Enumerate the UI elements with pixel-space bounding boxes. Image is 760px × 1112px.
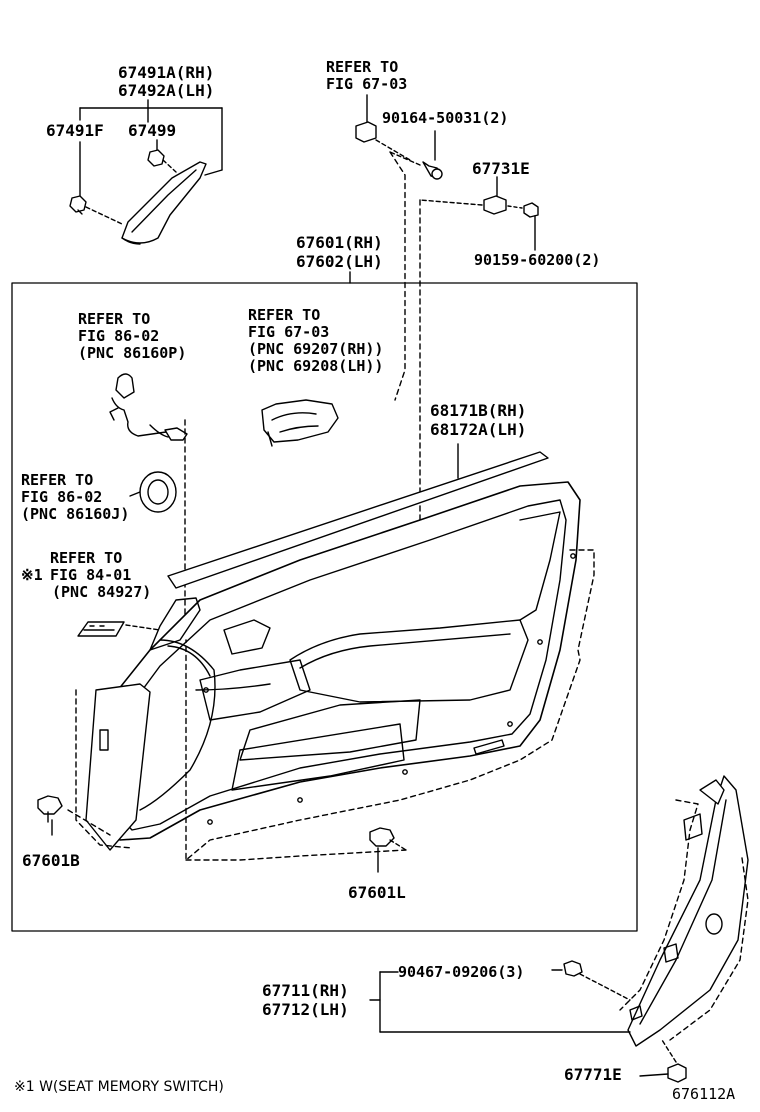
label-refer-86-02a-3: (PNC 86160P) bbox=[78, 344, 187, 362]
clip-67601B bbox=[37, 795, 63, 836]
screw-90164 bbox=[389, 130, 443, 180]
clip-67491F bbox=[69, 195, 123, 225]
label-67499: 67499 bbox=[128, 121, 177, 140]
dashed-guide-clip bbox=[389, 151, 406, 401]
inside-handle-69207 bbox=[261, 399, 339, 447]
label-refer-67-03b-3: (PNC 69207(RH)) bbox=[248, 340, 384, 358]
door-trim-panel bbox=[99, 481, 581, 841]
speaker-86160J bbox=[129, 471, 177, 513]
label-67601: 67601(RH) bbox=[296, 233, 383, 252]
screw-90467 bbox=[551, 960, 631, 1001]
label-67601B: 67601B bbox=[22, 851, 80, 870]
label-refer-86-02b-3: (PNC 86160J) bbox=[21, 505, 130, 523]
label-90467: 90467-09206(3) bbox=[398, 963, 525, 981]
dashed-guide-switch bbox=[299, 199, 421, 731]
label-67602: 67602(LH) bbox=[296, 252, 383, 271]
label-68172A: 68172A(LH) bbox=[430, 420, 527, 439]
label-refer-86-02a-1: REFER TO bbox=[78, 310, 151, 328]
label-refer-top-1: REFER TO bbox=[326, 58, 399, 76]
switch-84927 bbox=[77, 621, 161, 637]
label-refer-84-01-1: REFER TO bbox=[50, 549, 123, 567]
label-refer-86-02a-2: FIG 86-02 bbox=[78, 327, 160, 345]
label-refer-67-03b-1: REFER TO bbox=[248, 306, 321, 324]
label-refer-86-02b-1: REFER TO bbox=[21, 471, 94, 489]
label-refer-84-01-mark: ※1 bbox=[21, 566, 43, 584]
label-refer-67-03b-2: FIG 67-03 bbox=[248, 323, 330, 341]
label-90164: 90164-50031(2) bbox=[382, 109, 509, 127]
panel-side-piece bbox=[85, 683, 151, 851]
label-refer-84-01-3: (PNC 84927) bbox=[52, 583, 152, 601]
clip-67499 bbox=[147, 149, 177, 173]
footnote: ※1 W(SEAT MEMORY SWITCH) bbox=[14, 1079, 224, 1095]
label-67491A: 67491A(RH) bbox=[118, 63, 215, 82]
figure-id: 676112A bbox=[672, 1085, 736, 1103]
label-refer-top-2: FIG 67-03 bbox=[326, 75, 408, 93]
label-67731E: 67731E bbox=[472, 159, 530, 178]
garnish-piece-67491A bbox=[121, 161, 207, 245]
label-67491F: 67491F bbox=[46, 121, 104, 140]
switch-67731E bbox=[419, 176, 539, 251]
label-refer-84-01-2: FIG 84-01 bbox=[50, 566, 132, 584]
door-panel-frame bbox=[11, 282, 638, 932]
lower-trim-67711 bbox=[627, 775, 749, 1047]
label-67711: 67711(RH) bbox=[262, 981, 349, 1000]
weatherstrip-68171B bbox=[167, 443, 549, 589]
leader-refer-67-03-top bbox=[355, 94, 411, 161]
dashed-lower-trim bbox=[619, 799, 749, 1041]
clip-67601L bbox=[369, 827, 407, 873]
label-68171B: 68171B(RH) bbox=[430, 401, 527, 420]
label-90159: 90159-60200(2) bbox=[474, 251, 601, 269]
leader-67711 bbox=[369, 971, 631, 1033]
wire-harness-86160P bbox=[109, 373, 188, 641]
clip-67771E bbox=[639, 1039, 687, 1083]
label-67601L: 67601L bbox=[348, 883, 406, 902]
label-refer-67-03b-4: (PNC 69208(LH)) bbox=[248, 357, 384, 375]
dashed-clip-lines bbox=[67, 549, 595, 861]
label-67492A: 67492A(LH) bbox=[118, 81, 215, 100]
label-67712: 67712(LH) bbox=[262, 1000, 349, 1019]
label-67771E: 67771E bbox=[564, 1065, 622, 1084]
label-refer-86-02b-2: FIG 86-02 bbox=[21, 488, 103, 506]
leader-67491A bbox=[79, 99, 223, 197]
